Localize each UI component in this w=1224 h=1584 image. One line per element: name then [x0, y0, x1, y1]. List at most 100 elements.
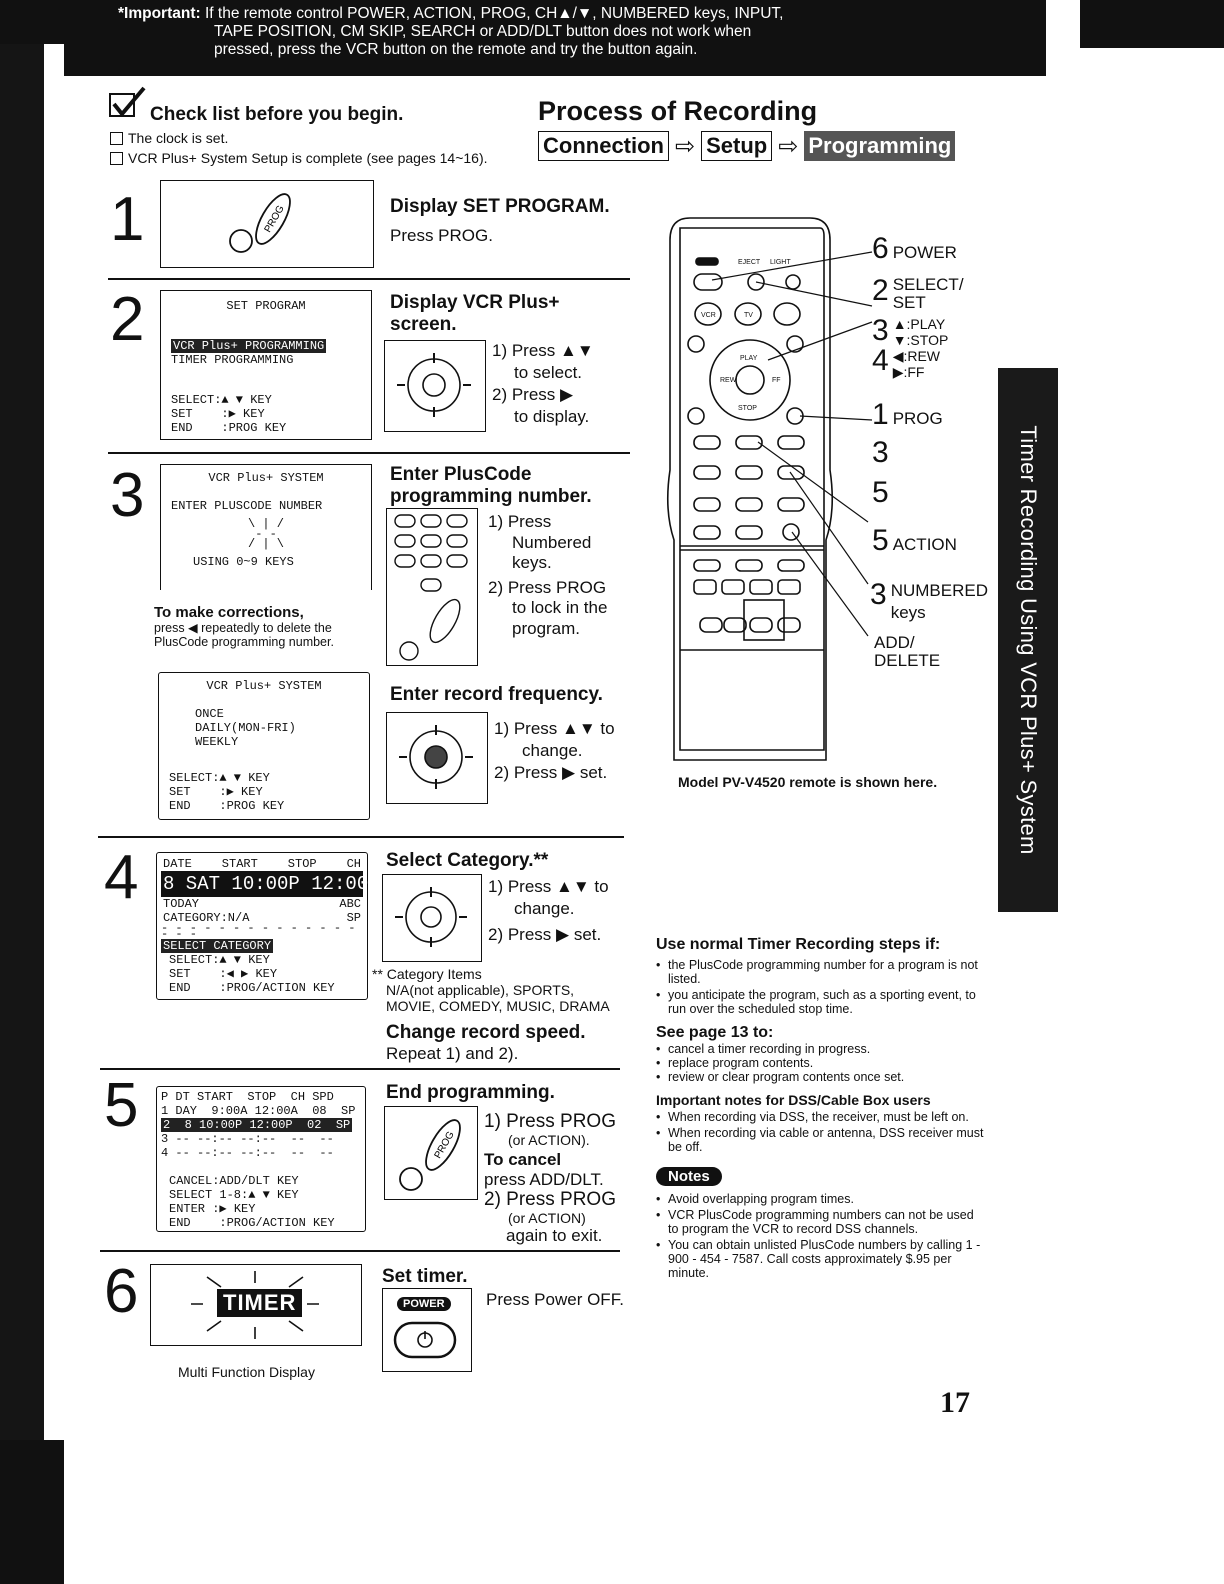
category-title: Select Category.**: [386, 850, 549, 871]
divider: [100, 1250, 620, 1252]
timer-display: TIMER: [150, 1264, 362, 1346]
category-instructions: 1) Press ▲▼ to change. 2) Press ▶ set.: [488, 877, 609, 944]
callout-step-number: 3: [872, 436, 889, 469]
step1-title: Display SET PROGRAM.: [390, 196, 610, 217]
list-item: When recording via DSS, the receiver, mu…: [656, 1110, 986, 1124]
list-item: When recording via cable or antenna, DSS…: [656, 1126, 986, 1154]
process-steps: Connection ⇨ Setup ⇨ Programming: [538, 131, 956, 161]
program-list-screen: P DT START STOP CH SPD 1 DAY 9:00A 12:00…: [156, 1086, 366, 1232]
keypad-illustration: [386, 508, 478, 666]
timer-text: Press Power OFF.: [486, 1290, 624, 1309]
step-number: 3: [110, 461, 145, 530]
remote-illustration: EJECT LIGHT VCR TV PLAY STOP REW FF: [650, 210, 980, 770]
list-item: the PlusCode programming number for a pr…: [656, 958, 986, 986]
process-title: Process of Recording: [538, 96, 818, 126]
checklist-item: VCR Plus+ System Setup is complete (see …: [110, 150, 488, 166]
prog-button-illustration: PROG: [384, 1106, 478, 1200]
step-number: 2: [110, 285, 145, 354]
screen-highlight: VCR Plus+ PROGRAMMING: [171, 339, 327, 353]
normal-title: Use normal Timer Recording steps if:: [656, 936, 941, 953]
page-number: 17: [940, 1386, 970, 1419]
power-button-illustration: POWER: [382, 1288, 472, 1372]
divider: [108, 452, 630, 454]
corrections-note: To make corrections, press ◀ repeatedly …: [154, 604, 334, 649]
right-notes: Use normal Timer Recording steps if: the…: [656, 936, 986, 1280]
side-tab: Timer Recording Using VCR Plus+ System: [998, 368, 1058, 912]
frequency-screen: VCR Plus+ SYSTEM ONCE DAILY(MON-FRI) WEE…: [158, 672, 370, 820]
timer-rays-icon: [191, 1271, 319, 1339]
left-gutter: [44, 44, 64, 1584]
svg-text:REW: REW: [720, 377, 737, 384]
timer-indicator: TIMER: [217, 1289, 303, 1317]
speed-text: Repeat 1) and 2).: [386, 1044, 519, 1063]
list-item: review or clear program contents once se…: [656, 1070, 986, 1084]
notes-label: Notes: [656, 1167, 722, 1186]
svg-text:LIGHT: LIGHT: [770, 259, 791, 266]
see-list: cancel a timer recording in progress. re…: [656, 1042, 986, 1084]
step-number: 6: [104, 1257, 139, 1326]
timer-title: Set timer.: [382, 1266, 468, 1287]
svg-text:FF: FF: [772, 377, 781, 384]
step3-instructions: 1) Press Numbered keys. 2) Press PROG to…: [488, 512, 608, 638]
dpad-illustration: [384, 340, 486, 432]
dpad-icon: [397, 353, 471, 417]
header-corner-bar: [1080, 0, 1224, 48]
dpad-illustration: [386, 712, 488, 804]
checkbox-icon: [110, 132, 123, 145]
dpad-icon: [399, 725, 473, 789]
step-number: 4: [104, 843, 139, 912]
step2-title: Display VCR Plus+screen.: [390, 292, 560, 335]
screen-highlight: 2 8 10:00P 12:00P 02 SP: [161, 1118, 353, 1132]
list-item: VCR PlusCode programming numbers can not…: [656, 1208, 986, 1236]
prog-button-illustration: PROG: [160, 180, 374, 268]
category-items: ** Category Items N/A(not applicable), S…: [372, 966, 610, 1014]
pluscode-screen: VCR Plus+ SYSTEM ENTER PLUSCODE NUMBER \…: [160, 464, 372, 590]
checkmark-icon: [109, 86, 146, 118]
left-bottom-bar: [0, 1440, 64, 1584]
dpad-illustration: [382, 874, 482, 962]
prog-button-icon: PROG: [399, 1119, 461, 1191]
screen-highlight: SELECT CATEGORY: [161, 939, 274, 953]
step-number: 1: [110, 185, 145, 254]
arrow-right-icon: ⇨: [675, 132, 696, 160]
list-item: You can obtain unlisted PlusCode numbers…: [656, 1238, 986, 1280]
left-binding-bar: [0, 44, 44, 1584]
list-item: Avoid overlapping program times.: [656, 1192, 986, 1206]
callout-step-number: 5: [872, 476, 889, 509]
power-label: POWER: [397, 1297, 451, 1311]
remote-control-icon: EJECT LIGHT VCR TV PLAY STOP REW FF: [666, 217, 873, 761]
svg-text:VCR: VCR: [701, 312, 716, 319]
process-step-connection: Connection: [538, 131, 669, 161]
notes-list: Avoid overlapping program times. VCR Plu…: [656, 1192, 986, 1280]
frequency-instructions: 1) Press ▲▼ to change. 2) Press ▶ set.: [494, 719, 615, 782]
arrow-right-icon: ⇨: [778, 132, 799, 160]
process-step-setup: Setup: [701, 131, 773, 161]
divider: [100, 1068, 620, 1070]
step2-instructions: 1) Press ▲▼ to select. 2) Press ▶ to dis…: [492, 341, 594, 426]
frequency-title: Enter record frequency.: [390, 684, 603, 705]
normal-list: the PlusCode programming number for a pr…: [656, 958, 986, 1016]
checklist-title: Check list before you begin.: [150, 104, 404, 125]
list-item: cancel a timer recording in progress.: [656, 1042, 986, 1056]
prog-button-icon: PROG: [229, 193, 291, 253]
list-item: replace program contents.: [656, 1056, 986, 1070]
end-title: End programming.: [386, 1082, 555, 1103]
svg-text:TV: TV: [744, 312, 753, 319]
step-number: 5: [104, 1071, 139, 1140]
set-program-screen: SET PROGRAM VCR Plus+ PROGRAMMING TIMER …: [160, 290, 372, 440]
divider: [108, 278, 630, 280]
step1-text: Press PROG.: [390, 226, 493, 245]
power-icon: [393, 1321, 457, 1359]
svg-text:PLAY: PLAY: [740, 355, 758, 362]
checkbox-icon: [110, 152, 123, 165]
process-step-programming: Programming: [804, 131, 956, 161]
speed-title: Change record speed.: [386, 1022, 586, 1043]
lcd-display: 8 SAT 10:00P 12:00P 02: [161, 871, 426, 897]
important-note: *Important: If the remote control POWER,…: [118, 5, 784, 58]
svg-text:EJECT: EJECT: [738, 259, 761, 266]
